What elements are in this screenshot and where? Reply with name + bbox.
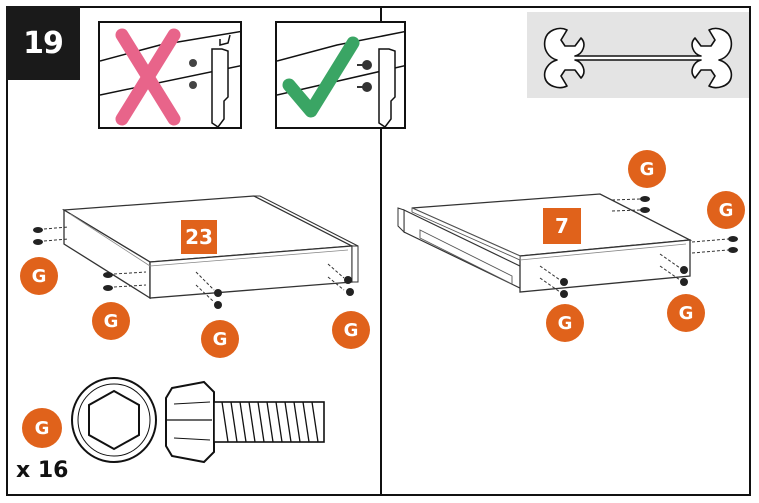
part-number-label: 23 [181, 220, 217, 254]
incorrect-orientation-inset [98, 21, 242, 129]
right-panel [380, 6, 751, 496]
cross-icon [115, 28, 181, 126]
part-number-label: 7 [543, 208, 581, 244]
hardware-callout: G [628, 150, 666, 188]
hardware-callout: G [546, 304, 584, 342]
screws-left [43, 226, 345, 303]
step-number: 19 [6, 6, 80, 80]
hardware-callout: G [92, 302, 130, 340]
hardware-callout: G [201, 320, 239, 358]
hardware-callout: G [667, 294, 705, 332]
hardware-callout: G [707, 191, 745, 229]
tool-required-panel [527, 12, 749, 98]
hardware-callout: G [332, 311, 370, 349]
correct-bracket-illustration [277, 31, 404, 127]
check-icon [282, 36, 360, 118]
wrench-icon [543, 27, 733, 89]
hardware-legend-callout: G [22, 408, 62, 448]
hardware-quantity: x 16 [16, 458, 69, 483]
correct-orientation-inset [275, 21, 406, 129]
incorrect-bracket-illustration [100, 30, 240, 127]
hardware-callout: G [20, 257, 58, 295]
